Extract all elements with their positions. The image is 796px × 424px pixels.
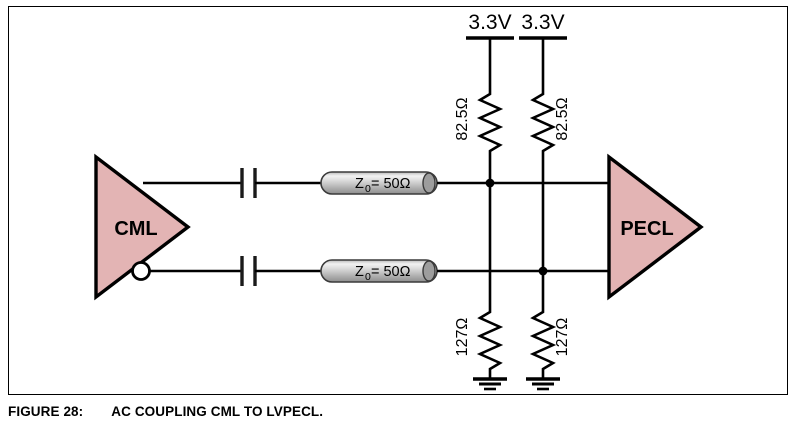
tline-bottom-subscript: 0 (365, 271, 371, 283)
resistor-pulldown-right: 127Ω (529, 306, 571, 379)
junction-bottom-node (538, 266, 548, 276)
resistor-pulldown-right-label: 127Ω (554, 318, 571, 357)
tline-top: Z 0 = 50Ω (320, 171, 438, 195)
tline-top-value: = 50Ω (371, 176, 411, 192)
resistor-pulldown-left-label: 127Ω (454, 318, 471, 357)
figure-caption-title: AC COUPLING CML TO LVPECL. (111, 403, 324, 419)
supply-rail-right-label: 3.3V (521, 11, 564, 34)
ac-coupling-cap-bottom (240, 256, 257, 286)
supply-rail-left: 3.3V (466, 11, 514, 88)
figure-caption: FIGURE 28: AC COUPLING CML TO LVPECL. (8, 400, 788, 422)
tline-bottom-symbol: Z (355, 264, 364, 280)
tline-top-subscript: 0 (365, 183, 371, 195)
ac-coupling-cap-top (240, 168, 257, 198)
pecl-receiver[interactable]: PECL (607, 153, 704, 301)
resistor-pullup-left: 82.5Ω (454, 88, 504, 183)
tline-bottom-value: = 50Ω (371, 264, 411, 280)
pecl-receiver-label: PECL (620, 218, 673, 240)
resistor-pullup-right-label: 82.5Ω (554, 97, 571, 140)
supply-rail-left-label: 3.3V (468, 11, 511, 34)
cml-driver-label: CML (114, 218, 157, 240)
supply-rail-right: 3.3V (519, 11, 567, 88)
ground-left (473, 377, 507, 391)
junction-top-node (485, 178, 495, 188)
resistor-pullup-left-label: 82.5Ω (454, 97, 471, 140)
figure-caption-label: FIGURE 28: (8, 403, 84, 419)
ground-right (526, 377, 560, 391)
circuit-schematic: 3.3V 3.3V 82.5Ω 82.5Ω 127Ω 127Ω (94, 11, 704, 391)
inverting-bubble-icon (131, 261, 151, 281)
tline-top-symbol: Z (355, 176, 364, 192)
resistor-pullup-right: 82.5Ω (529, 88, 571, 183)
resistor-pulldown-left: 127Ω (454, 306, 504, 379)
tline-bottom: Z 0 = 50Ω (320, 259, 438, 283)
